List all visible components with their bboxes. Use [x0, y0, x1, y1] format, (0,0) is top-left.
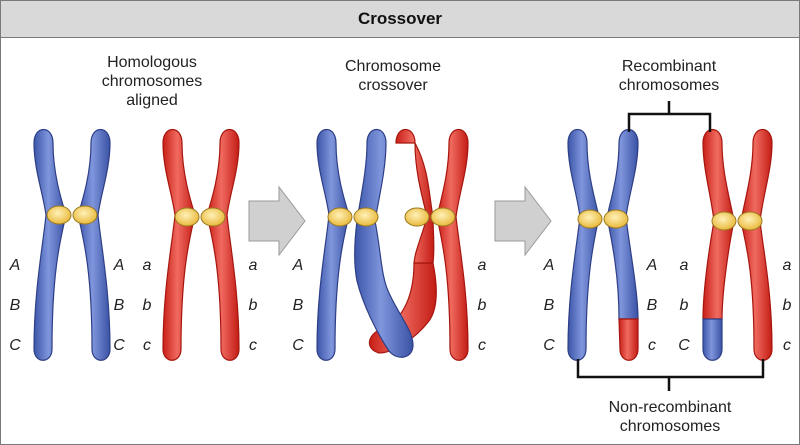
gene-label: B: [9, 297, 21, 314]
centromere: [430, 207, 456, 227]
chromatid: [33, 128, 67, 361]
centromere: [72, 205, 98, 225]
arrow-right-icon: [248, 185, 306, 257]
chromatid: [436, 128, 469, 361]
gene-label: B: [292, 297, 304, 314]
gene-label: b: [142, 297, 152, 314]
centromere: [711, 211, 737, 231]
gene-label: c: [249, 337, 257, 354]
chromatid: [206, 128, 240, 361]
centromere: [174, 207, 200, 227]
chromatid-recombinant-segment: [618, 318, 639, 361]
gene-label: A: [292, 257, 304, 274]
non-recombinant-bracket: [576, 359, 765, 391]
gene-label: a: [477, 257, 487, 274]
chromatid: [77, 128, 111, 361]
arrow-right-icon: [494, 185, 552, 257]
chromatid-recombinant-segment: [702, 318, 723, 361]
gene-label: c: [783, 337, 791, 354]
gene-label: C: [113, 337, 125, 354]
centromere: [603, 209, 629, 229]
gene-label: A: [543, 257, 555, 274]
diagram-title: Crossover: [357, 9, 443, 28]
chromatid: [354, 128, 414, 358]
chromatid: [567, 128, 600, 361]
caption-line: chromosomes: [618, 77, 720, 94]
gene-label: c: [478, 337, 486, 354]
gene-label: b: [679, 297, 689, 314]
gene-label: C: [292, 337, 304, 354]
gene-label: C: [543, 337, 555, 354]
centromere: [200, 207, 226, 227]
recombinant-bracket: [627, 101, 712, 132]
panel-3-recombinant-chromosomes: [567, 128, 773, 361]
caption-line: Recombinant: [621, 58, 717, 75]
gene-label: a: [248, 257, 258, 274]
gene-label: b: [477, 297, 487, 314]
gene-label: B: [113, 297, 125, 314]
gene-label: C: [9, 337, 21, 354]
gene-label: a: [679, 257, 689, 274]
caption-line: Non-recombinant: [608, 399, 732, 416]
gene-label: B: [543, 297, 555, 314]
gene-label: A: [646, 257, 658, 274]
gene-label: b: [782, 297, 792, 314]
panel-1-blue-chromosome: [33, 128, 111, 361]
centromere: [46, 205, 72, 225]
caption-line: Chromosome: [344, 58, 442, 75]
title-bar: Crossover: [1, 1, 799, 38]
centromere: [404, 207, 430, 227]
caption-line: chromosomes: [619, 418, 721, 435]
chromatid: [162, 128, 196, 361]
caption-recombinant: Recombinant chromosomes: [589, 57, 749, 95]
chromatid: [740, 128, 773, 361]
panel-1-red-chromosome: [162, 128, 240, 361]
chromatid: [395, 128, 435, 264]
gene-label: c: [648, 337, 656, 354]
gene-label: b: [248, 297, 258, 314]
gene-label: A: [9, 257, 21, 274]
caption-panel-1: Homologous chromosomes aligned: [72, 53, 232, 110]
caption-line: aligned: [126, 92, 178, 109]
gene-label: c: [143, 337, 151, 354]
centromere: [327, 207, 353, 227]
gene-label: A: [113, 257, 125, 274]
centromere: [737, 211, 763, 231]
caption-line: Homologous: [107, 54, 197, 71]
centromere: [353, 207, 379, 227]
gene-label: a: [142, 257, 152, 274]
gene-label: B: [646, 297, 658, 314]
caption-panel-2: Chromosome crossover: [313, 57, 473, 95]
gene-label: a: [782, 257, 792, 274]
caption-line: crossover: [358, 77, 428, 94]
panel-2-crossing-chromosomes: [316, 128, 469, 361]
centromere: [577, 209, 603, 229]
gene-label: C: [678, 337, 690, 354]
caption-line: chromosomes: [101, 73, 203, 90]
chromatid: [316, 128, 350, 361]
caption-non-recombinant: Non-recombinant chromosomes: [590, 398, 750, 436]
